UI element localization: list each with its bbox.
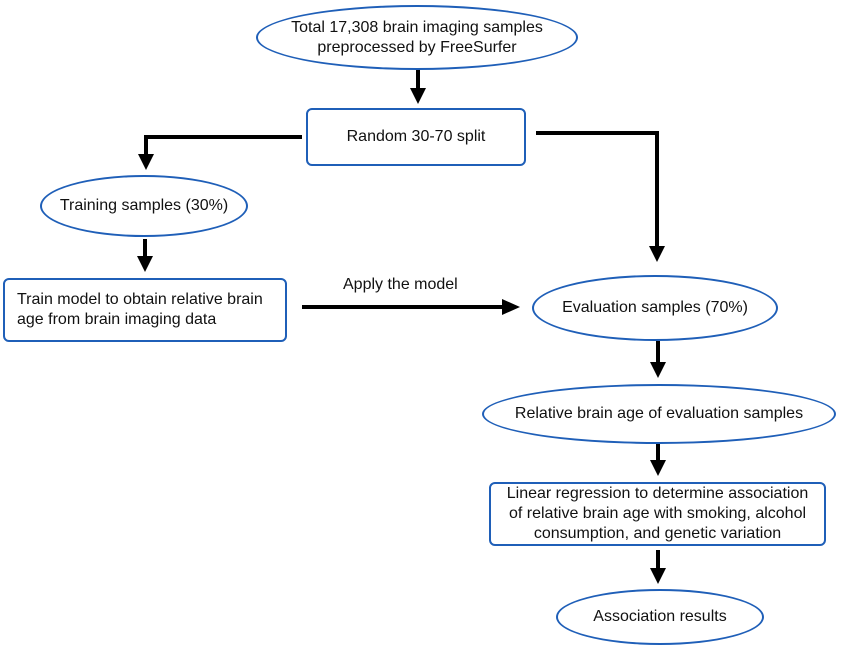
node-total-samples: Total 17,308 brain imaging samples prepr… [256,5,578,70]
node-linear-regression-text: Linear regression to determine associati… [506,485,809,542]
node-training-samples-text: Training samples (30%) [59,197,229,214]
node-random-split-text: Random 30-70 split [346,128,486,145]
arrowhead-split-to-evaluation [649,246,665,262]
node-linear-regression: Linear regression to determine associati… [489,482,826,546]
arrowhead-total-to-split [410,88,426,104]
node-association-results: Association results [556,589,764,645]
arrow-split-to-evaluation [536,131,659,248]
arrowhead-relage-to-regression [650,460,666,476]
node-total-samples-text: Total 17,308 brain imaging samples prepr… [291,18,543,56]
arrowhead-training-to-trainmodel [137,256,153,272]
arrow-split-to-training [144,135,302,156]
node-train-model: Train model to obtain relative brain age… [3,278,287,342]
node-evaluation-samples-text: Evaluation samples (70%) [562,299,748,316]
arrowhead-trainmodel-to-evaluation [502,299,520,315]
node-train-model-text: Train model to obtain relative brain age… [17,291,263,328]
arrowhead-evaluation-to-relage [650,362,666,378]
node-relative-brain-age: Relative brain age of evaluation samples [482,384,836,444]
node-relative-brain-age-text: Relative brain age of evaluation samples [514,405,804,422]
arrowhead-split-to-training [138,154,154,170]
node-association-results-text: Association results [593,608,727,625]
edge-label-apply-model: Apply the model [343,276,458,293]
node-random-split: Random 30-70 split [306,108,526,166]
node-evaluation-samples: Evaluation samples (70%) [532,275,778,341]
node-training-samples: Training samples (30%) [40,175,248,237]
arrowhead-regression-to-results [650,568,666,584]
